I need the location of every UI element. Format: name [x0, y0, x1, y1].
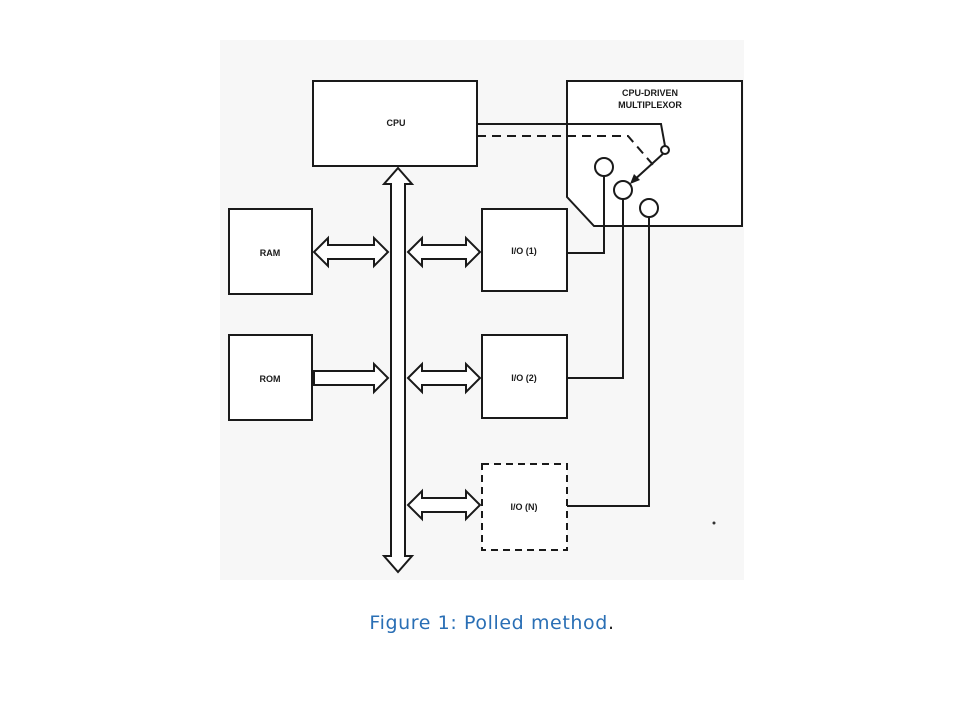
caption-text: Figure 1: Polled method [369, 612, 608, 634]
cpu-control-line [477, 123, 666, 147]
terminal-io2 [613, 180, 633, 200]
switch-dashed-line [477, 135, 655, 167]
ram-bus-arrow [312, 235, 390, 269]
multiplexor-block: CPU-DRIVEN MULTIPLEXOR [566, 80, 743, 227]
rom-block: ROM [228, 334, 313, 421]
multiplexor-label-line2: MULTIPLEXOR [618, 100, 682, 110]
multiplexor-label-line1: CPU-DRIVEN [622, 88, 678, 98]
rom-bus-arrow [313, 361, 390, 395]
io1-bus-arrow [406, 235, 482, 269]
switch-arrowhead [630, 174, 640, 184]
io1-block: I/O (1) [481, 208, 568, 292]
io1-poll-line [567, 176, 605, 254]
io2-block: I/O (2) [481, 334, 568, 419]
ion-block: I/O (N) [481, 463, 568, 551]
ram-block: RAM [228, 208, 313, 295]
switch-arm [631, 151, 666, 183]
io2-bus-arrow [406, 361, 482, 395]
figure-caption: Figure 1: Polled method. [0, 612, 960, 634]
system-bus-arrow [381, 166, 415, 574]
cpu-block: CPU [312, 80, 478, 167]
caption-period: . [607, 612, 615, 634]
ion-label: I/O (N) [511, 502, 538, 512]
io1-label: I/O (1) [511, 246, 537, 256]
scan-speck [712, 521, 716, 525]
io2-label: I/O (2) [511, 373, 537, 383]
ion-poll-line [567, 217, 650, 507]
rom-label: ROM [260, 374, 281, 384]
cpu-label: CPU [386, 118, 405, 128]
terminal-ion [639, 198, 659, 218]
terminal-io1 [594, 157, 614, 177]
ion-bus-arrow [406, 488, 482, 522]
switch-pivot [660, 145, 670, 155]
ram-label: RAM [260, 248, 281, 258]
io2-poll-line [567, 199, 624, 379]
